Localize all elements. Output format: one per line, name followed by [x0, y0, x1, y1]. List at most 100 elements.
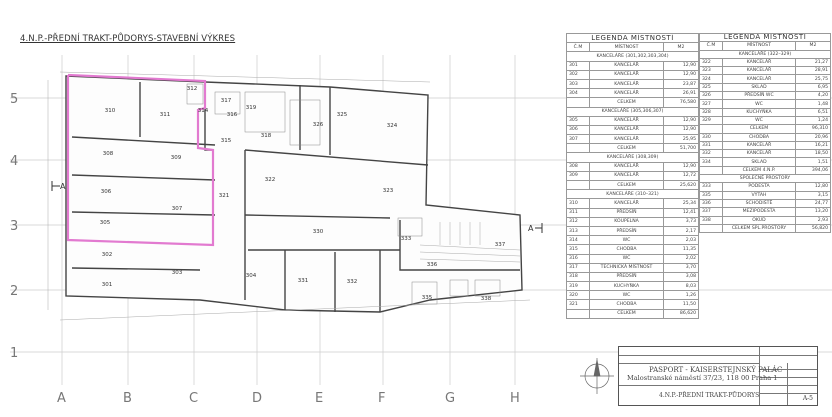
room-number: 317 — [566, 262, 590, 273]
room-number — [699, 124, 723, 134]
room-name: KANCELÁŘ — [589, 88, 664, 99]
room-area: 12,90 — [663, 161, 699, 172]
room-area: 86,620 — [663, 308, 699, 319]
room-name: KANCELÁŘ — [589, 170, 664, 182]
room-area: 12,90 — [663, 69, 699, 80]
room-number: 319 — [566, 281, 590, 292]
grid-column-label: B — [123, 391, 132, 406]
room-number — [699, 165, 723, 176]
room-area: 2,03 — [663, 235, 699, 246]
column-header: Č.M — [699, 41, 723, 51]
room-name: PŘEDSÍŇ WC — [722, 91, 796, 101]
room-name: CELKEM — [589, 97, 664, 108]
room-label: 331 — [298, 278, 309, 284]
group-label: KANCELÁŘE (301,302,303,304) — [566, 51, 699, 62]
room-number: 328 — [699, 107, 723, 117]
room-area: 12,80 — [795, 182, 831, 192]
room-label: 307 — [172, 206, 183, 212]
wall-details — [47, 71, 531, 321]
room-name: KANCELÁŘ — [722, 57, 796, 68]
group-label: KANCELÁŘE (310–321) — [566, 189, 699, 200]
room-name: KANCELÁŘ — [722, 140, 796, 151]
grid-column-label: F — [378, 391, 385, 406]
room-number: 314 — [566, 235, 590, 246]
room-label: 311 — [160, 112, 171, 118]
room-label: 317 — [221, 98, 232, 104]
section-marker-left: A — [51, 181, 66, 191]
room-area: 1,51 — [795, 157, 831, 167]
room-name: KANCELÁŘ — [589, 115, 664, 126]
room-name: KANCELÁŘ — [589, 78, 664, 90]
room-number — [566, 308, 590, 319]
group-label: KANCELÁŘE (322–329) — [699, 49, 831, 59]
legend-group-row: KANCELÁŘE (308,309) — [566, 152, 699, 163]
legend-title: LEGENDA MÍSTNOSTÍ — [699, 32, 831, 43]
room-name: CELKEM — [589, 143, 664, 154]
room-name: PŘEDSÍŇ — [589, 271, 664, 283]
room-name: CELKEM — [589, 179, 664, 191]
room-area: 25,95 — [663, 134, 699, 145]
room-area: 3,73 — [663, 216, 699, 227]
room-name: CELKEM — [722, 124, 796, 134]
room-name: KANCELÁŘ — [589, 198, 664, 209]
room-number: 307 — [566, 134, 590, 145]
room-area: 23,87 — [663, 78, 699, 90]
room-area: 24,77 — [795, 198, 831, 209]
room-label: 319 — [246, 105, 257, 111]
room-area: 28,91 — [795, 66, 831, 76]
room-name: KANCELÁŘ — [589, 124, 664, 136]
project-address: Malostranské náměstí 37/23, 118 00 Praha… — [627, 374, 778, 382]
room-number: 325 — [699, 82, 723, 93]
room-name: PŘEDSÍŇ — [589, 207, 664, 218]
room-name: KANCELÁŘ — [722, 149, 796, 159]
room-area: 1,24 — [795, 115, 831, 126]
room-label: 333 — [401, 236, 412, 242]
grid-column-label: G — [445, 391, 455, 406]
room-label: 336 — [427, 262, 438, 268]
legend-group-row: KANCELÁŘE (310–321) — [566, 189, 699, 200]
selected-area-outline — [66, 73, 215, 247]
room-name: KANCELÁŘ — [722, 66, 796, 76]
room-label: 312 — [187, 86, 198, 92]
room-label: 337 — [495, 242, 506, 248]
room-name: KANCELÁŘ — [589, 161, 664, 172]
room-label: 303 — [172, 270, 183, 276]
room-name: KOUPELNA — [589, 216, 664, 227]
room-number: 329 — [699, 115, 723, 126]
room-name: MEZIPODESTA — [722, 207, 796, 217]
room-label: 316 — [227, 112, 238, 118]
drawing-name: 4.N.P.-PŘEDNÍ TRAKT-PŮDORYS — [659, 392, 760, 399]
room-area: 96,310 — [795, 124, 831, 134]
svg-text:A: A — [60, 182, 66, 191]
legend-group-row: SPOLEČNÉ PROSTORY — [699, 174, 831, 184]
room-area: 25,75 — [795, 74, 831, 84]
room-number: 322 — [699, 57, 723, 68]
room-label: 318 — [261, 133, 272, 139]
room-label: 324 — [387, 123, 398, 129]
room-number: 327 — [699, 99, 723, 109]
svg-text:A: A — [528, 224, 534, 233]
room-label: 321 — [219, 193, 230, 199]
room-name: KUCHYŇKA — [722, 107, 796, 117]
room-area: 12,90 — [663, 60, 699, 71]
group-label: KANCELÁŘE (308,309) — [566, 152, 699, 163]
column-header: MÍSTNOST — [589, 42, 664, 53]
room-label: 314 — [198, 108, 209, 114]
room-name: SKLAD — [722, 82, 796, 93]
